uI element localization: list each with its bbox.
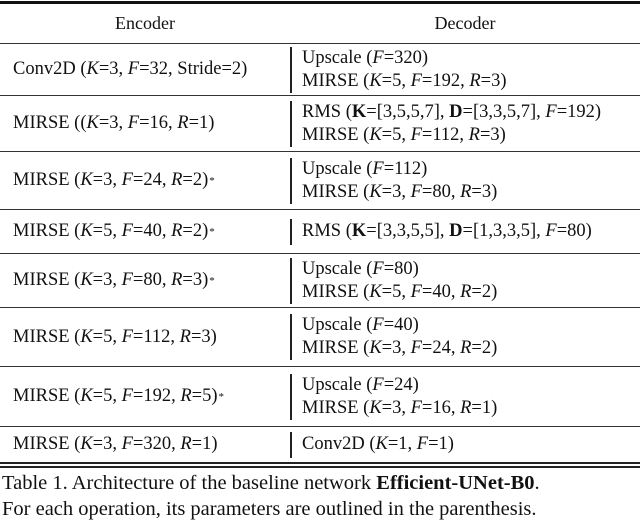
encoder-op: MIRSE (K=5, F=40, R=2): [13, 221, 209, 241]
encoder-op: MIRSE (K=3, F=24, R=2): [13, 170, 209, 190]
encoder-op: MIRSE (K=5, F=192, R=5): [13, 386, 218, 406]
encoder-op: MIRSE (K=3, F=80, R=3): [13, 270, 209, 290]
table-caption: Table 1. Architecture of the baseline ne…: [0, 470, 640, 522]
column-divider: [290, 257, 292, 304]
column-divider: [290, 431, 292, 458]
encoder-cell: MIRSE (K=3, F=80, R=3)*: [0, 254, 290, 307]
decoder-op: MIRSE (K=5, F=112, R=3): [302, 124, 506, 145]
encoder-op: Conv2D (K=3, F=32, Stride=2): [13, 59, 248, 79]
table-row: MIRSE (K=5, F=192, R=5)*Upscale (F=24)MI…: [0, 367, 640, 427]
decoder-op: MIRSE (K=3, F=80, R=3): [302, 181, 498, 202]
footnote-mark: *: [218, 390, 225, 403]
architecture-table: Encoder Decoder Conv2D (K=3, F=32, Strid…: [0, 1, 640, 468]
column-divider: [290, 100, 292, 147]
table-row: MIRSE (K=5, F=40, R=2)* RMS (K=[3,3,5,5],…: [0, 210, 640, 254]
encoder-cell: Conv2D (K=3, F=32, Stride=2): [0, 44, 290, 95]
encoder-op: MIRSE ((K=3, F=16, R=1): [13, 113, 215, 133]
decoder-cell: Upscale (F=112)MIRSE (K=3, F=80, R=3): [290, 152, 640, 209]
encoder-op: MIRSE (K=5, F=112, R=3): [13, 326, 217, 347]
column-divider: [290, 46, 292, 93]
column-divider: [290, 218, 292, 245]
decoder-op: Upscale (F=112): [302, 158, 428, 179]
encoder-cell: MIRSE (K=3, F=24, R=2)*: [0, 152, 290, 209]
decoder-op: MIRSE (K=3, F=16, R=1): [302, 397, 498, 418]
encoder-cell: MIRSE ((K=3, F=16, R=1): [0, 96, 290, 151]
decoder-op: MIRSE (K=5, F=192, R=3): [302, 70, 507, 91]
encoder-cell: MIRSE (K=5, F=40, R=2)*: [0, 210, 290, 253]
bottom-double-rule: [0, 462, 640, 468]
footnote-mark: *: [209, 274, 215, 287]
header-decoder: Decoder: [434, 13, 496, 33]
decoder-op: RMS (K=[3,3,5,5], D=[1,3,3,5], F=80): [302, 221, 592, 241]
encoder-cell: MIRSE (K=3, F=320, R=1): [0, 427, 290, 462]
table-row: MIRSE (K=3, F=24, R=2)*Upscale (F=112)MI…: [0, 152, 640, 210]
footnote-mark: *: [209, 174, 215, 187]
encoder-op: MIRSE (K=3, F=320, R=1): [13, 434, 218, 454]
caption-line-2: For each operation, its parameters are o…: [2, 498, 537, 520]
decoder-cell: Upscale (F=40) MIRSE (K=3, F=24, R=2): [290, 308, 640, 366]
decoder-cell: Conv2D (K=1, F=1): [290, 427, 640, 462]
decoder-cell: RMS (K=[3,3,5,5], D=[1,3,3,5], F=80): [290, 210, 640, 253]
decoder-op: Conv2D (K=1, F=1): [302, 434, 454, 454]
table-row: MIRSE (K=5, F=112, R=3) Upscale (F=40) MIR…: [0, 308, 640, 367]
decoder-op: MIRSE (K=3, F=24, R=2): [302, 338, 498, 358]
column-divider: [290, 314, 292, 360]
encoder-cell: MIRSE (K=5, F=192, R=5)*: [0, 367, 290, 426]
decoder-cell: RMS (K=[3,5,5,7], D=[3,3,5,7], F=192)MIR…: [290, 96, 640, 151]
table-row: MIRSE (K=3, F=320, R=1) Conv2D (K=1, F=1): [0, 427, 640, 462]
table-row: MIRSE (K=3, F=80, R=3)*Upscale (F=80)MIR…: [0, 254, 640, 308]
caption-suffix: .: [534, 472, 540, 494]
caption-network-name: Efficient-UNet-B0: [376, 472, 535, 494]
decoder-op: Upscale (F=24): [302, 374, 419, 395]
decoder-cell: Upscale (F=24)MIRSE (K=3, F=16, R=1): [290, 367, 640, 426]
caption-prefix: Table 1. Architecture of the baseline ne…: [2, 472, 377, 494]
column-divider: [290, 373, 292, 420]
footnote-mark: *: [209, 225, 215, 238]
top-rule: [0, 1, 640, 4]
decoder-cell: Upscale (F=80)MIRSE (K=5, F=40, R=2): [290, 254, 640, 307]
encoder-cell: MIRSE (K=5, F=112, R=3): [0, 308, 290, 366]
decoder-cell: Upscale (F=320)MIRSE (K=5, F=192, R=3): [290, 44, 640, 95]
decoder-op: MIRSE (K=5, F=40, R=2): [302, 281, 498, 302]
table-row: MIRSE ((K=3, F=16, R=1) RMS (K=[3,5,5,7],…: [0, 96, 640, 152]
table-header: Encoder Decoder: [0, 4, 640, 44]
decoder-op: Upscale (F=320): [302, 47, 429, 68]
column-divider: [290, 157, 292, 204]
header-encoder: Encoder: [115, 13, 175, 33]
decoder-op: Upscale (F=40): [302, 315, 419, 335]
decoder-op: RMS (K=[3,5,5,7], D=[3,3,5,7], F=192): [302, 101, 602, 122]
decoder-op: Upscale (F=80): [302, 258, 419, 279]
table-row: Conv2D (K=3, F=32, Stride=2) Upscale (F=3…: [0, 44, 640, 96]
